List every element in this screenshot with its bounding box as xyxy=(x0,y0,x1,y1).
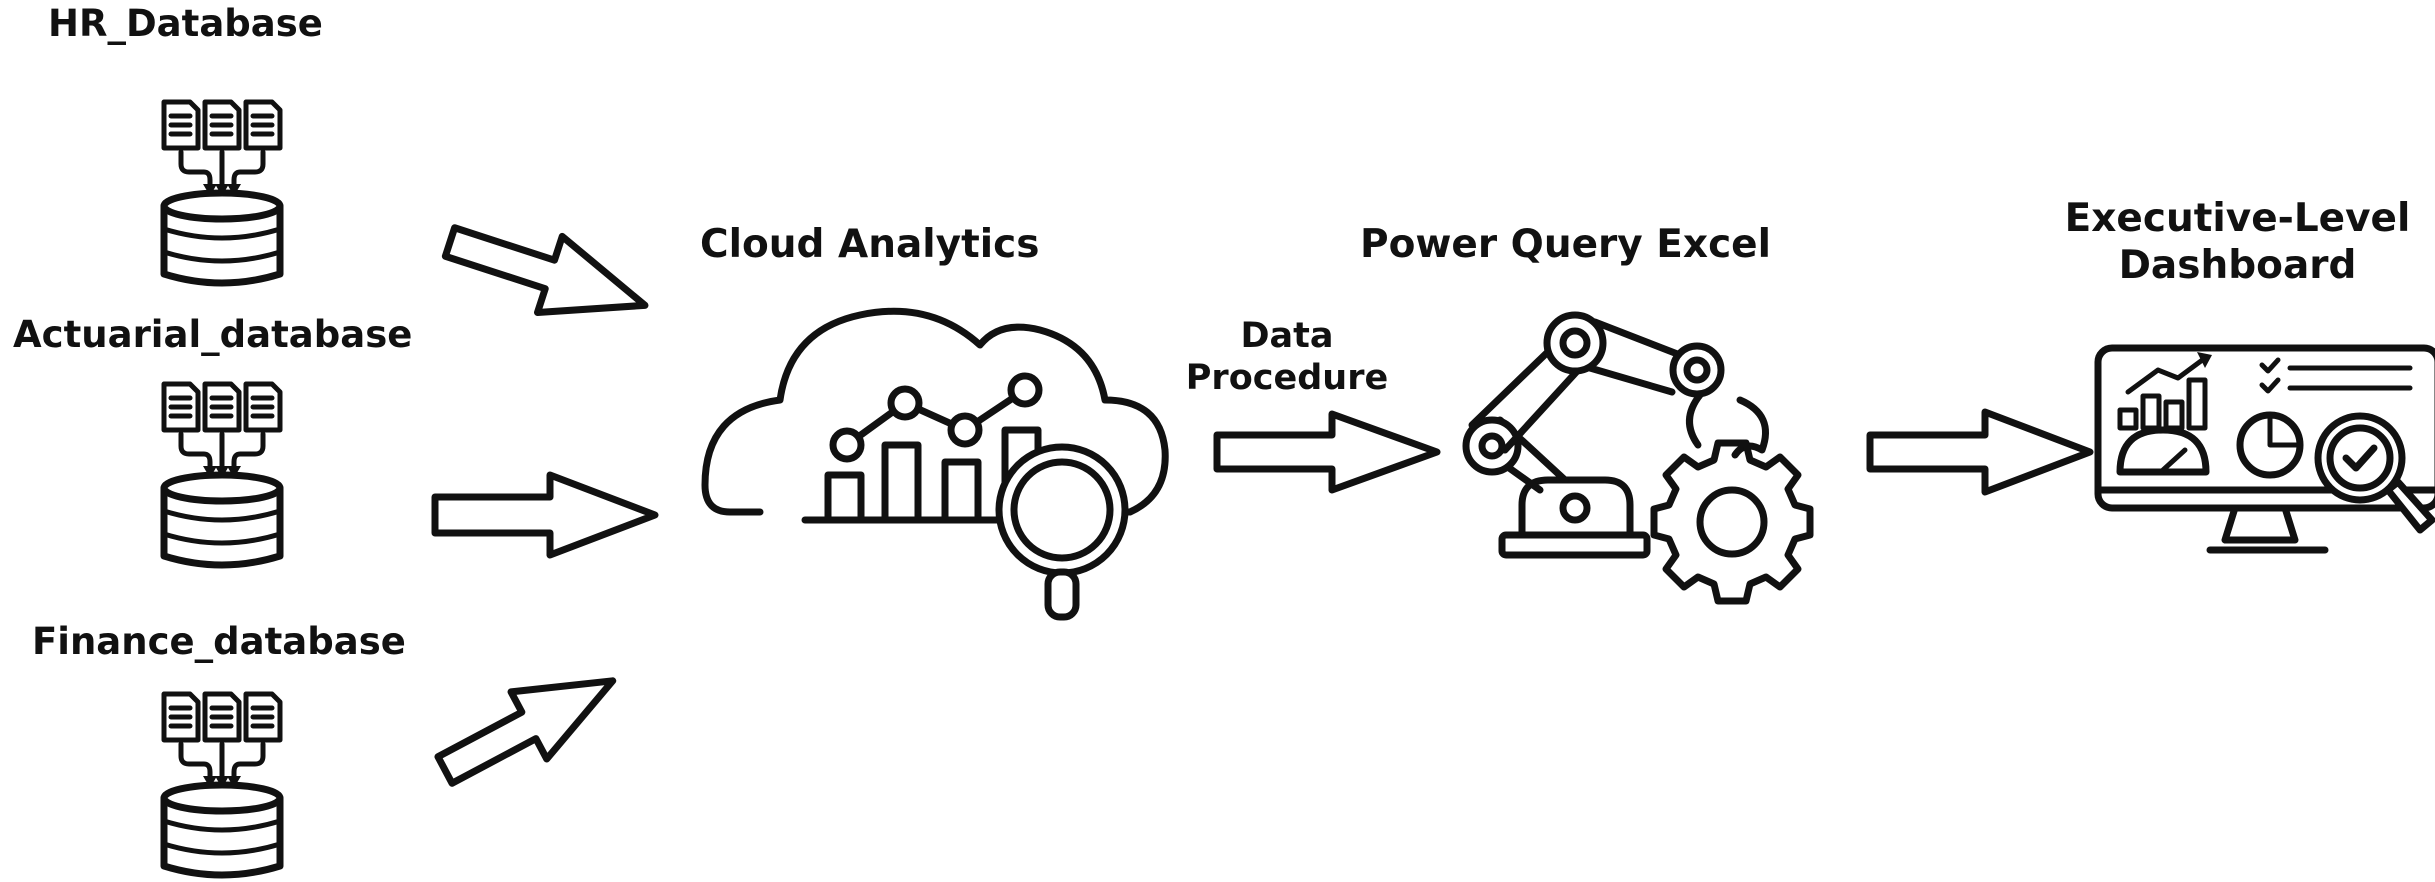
finance-database-icon xyxy=(164,694,280,875)
arrow-finance-to-cloud xyxy=(434,677,617,787)
robot-arm-gear-icon xyxy=(1462,311,1814,605)
data-procedure-line2: Procedure xyxy=(1185,358,1389,398)
executive-dashboard-line2: Dashboard xyxy=(2118,242,2357,288)
executive-dashboard-line1: Executive-Level xyxy=(2064,196,2411,241)
actuarial-database-label: Actuarial_database xyxy=(13,313,413,356)
arrow-cloud-to-excel xyxy=(1213,410,1441,494)
arrow-actuarial-to-cloud xyxy=(431,471,659,559)
hr-database-icon xyxy=(164,102,280,283)
cloud-analytics-label: Cloud Analytics xyxy=(700,222,1040,267)
hr-database-label: HR_Database xyxy=(48,2,323,45)
data-procedure-line1: Data xyxy=(1240,316,1334,356)
cloud-analytics-icon xyxy=(701,307,1169,621)
arrow-hr-to-cloud xyxy=(441,224,649,316)
power-query-excel-label: Power Query Excel xyxy=(1360,222,1772,267)
data-procedure-label: Data Procedure xyxy=(1172,315,1402,399)
executive-dashboard-label: Executive-Level Dashboard xyxy=(2040,196,2435,290)
finance-database-label: Finance_database xyxy=(32,620,406,663)
dashboard-monitor-icon xyxy=(2094,344,2435,554)
arrow-excel-to-dashboard xyxy=(1866,408,2094,496)
actuarial-database-icon xyxy=(164,384,280,565)
